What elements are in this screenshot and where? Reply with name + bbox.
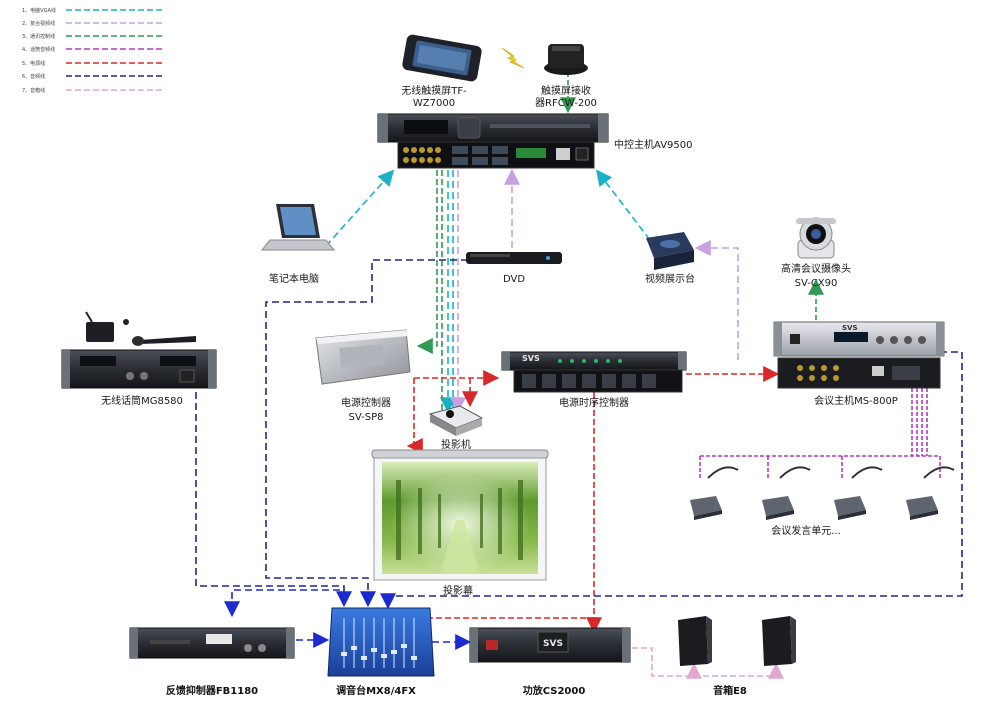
conference-unit xyxy=(762,466,811,520)
projection-screen xyxy=(371,449,549,581)
vga-line-laptop xyxy=(325,169,395,247)
legend-text: 7、音箱线 xyxy=(22,87,45,94)
audio-line-dvd xyxy=(265,259,468,608)
feedback-suppressor-label: 反馈抑制器FB1180 xyxy=(166,684,258,697)
legend-item: 1、电脑VGA线 xyxy=(22,7,162,14)
speaker-line-a xyxy=(632,647,702,679)
audio-line-host xyxy=(380,351,963,610)
visualizer-device xyxy=(646,232,694,270)
touch-screen-device xyxy=(402,34,482,82)
projector-device xyxy=(428,405,484,436)
conference-unit xyxy=(834,466,883,520)
legend-item: 3、通讯控制线 xyxy=(22,33,162,40)
dvd-label: DVD xyxy=(503,274,525,285)
touch-receiver-device xyxy=(544,44,588,75)
projector-label: 投影机 xyxy=(441,438,471,451)
control-line-power-ctrl xyxy=(416,170,438,354)
wireless-signal-icon xyxy=(501,47,525,69)
feedback-suppressor-device xyxy=(129,627,295,659)
speakers-label: 音箱E8 xyxy=(713,684,747,697)
legend-text: 6、音频线 xyxy=(22,73,45,80)
legend: 1、电脑VGA线 2、复合视频线 3、通讯控制线 4、话筒音频线 5、电源线 6… xyxy=(22,7,162,94)
video-line-camera xyxy=(694,240,739,360)
amplifier-label: 功放CS2000 xyxy=(523,684,586,697)
legend-text: 1、电脑VGA线 xyxy=(22,7,56,14)
power-sequencer-brand: SVS xyxy=(522,354,540,363)
touch-screen-label: 无线触摸屏TF- xyxy=(401,84,467,97)
laptop-label: 笔记本电脑 xyxy=(269,272,319,285)
camera-label: 高清会议摄像头 xyxy=(781,262,851,275)
power-controller-label: SV-SP8 xyxy=(349,412,384,423)
power-controller-device xyxy=(315,329,411,385)
touch-receiver-label: 触摸屏接收 xyxy=(541,84,591,97)
power-line-c xyxy=(406,378,423,454)
touch-screen-label: WZ7000 xyxy=(413,98,455,109)
legend-text: 5、电源线 xyxy=(22,60,45,67)
vga-line-visualizer xyxy=(596,169,651,241)
legend-item: 5、电源线 xyxy=(22,60,162,67)
wireless-mic-device xyxy=(61,311,217,389)
dvd-device xyxy=(466,252,562,264)
power-sequencer-label: 电源时序控制器 xyxy=(559,396,629,409)
conference-host-label: 会议主机MS-800P xyxy=(814,394,898,407)
legend-item: 7、音箱线 xyxy=(22,87,162,94)
legend-item: 4、话筒音频线 xyxy=(22,46,162,53)
camera-device xyxy=(796,217,836,259)
power-sequencer-device xyxy=(501,351,687,393)
mixer-device xyxy=(327,607,435,677)
amplifier-brand: SVS xyxy=(543,639,563,649)
screen-label: 投影幕 xyxy=(443,584,473,597)
touch-receiver-label: 器RFCW-200 xyxy=(535,97,597,109)
audio-line-feedback xyxy=(224,589,340,618)
speaker-line-b xyxy=(694,662,784,679)
audio-line-mic xyxy=(195,392,352,608)
wireless-mic-label: 无线话筒MG8580 xyxy=(101,394,183,407)
legend-text: 3、通讯控制线 xyxy=(22,33,55,40)
legend-item: 6、音频线 xyxy=(22,73,162,80)
central-control-label: 中控主机AV9500 xyxy=(614,138,693,151)
mixer-label: 调音台MX8/4FX xyxy=(336,684,416,697)
camera-label: SV-CX90 xyxy=(795,278,838,289)
central-control-device xyxy=(377,113,609,169)
speaker-device xyxy=(762,616,796,666)
conference-unit xyxy=(906,466,955,520)
legend-text: 4、话筒音频线 xyxy=(22,46,55,53)
conference-host-brand: SVS xyxy=(842,324,858,332)
laptop-device xyxy=(260,204,336,251)
amplifier-device xyxy=(469,627,631,663)
connections xyxy=(195,72,963,679)
conference-host-device xyxy=(773,321,945,389)
legend-text: 2、复合视频线 xyxy=(22,20,55,27)
conference-units-label: 会议发言单元... xyxy=(771,524,841,537)
power-controller-label: 电源控制器 xyxy=(341,396,391,409)
conference-unit xyxy=(690,466,739,520)
speaker-device xyxy=(678,616,712,666)
visualizer-label: 视频展示台 xyxy=(645,272,695,285)
legend-item: 2、复合视频线 xyxy=(22,20,162,27)
